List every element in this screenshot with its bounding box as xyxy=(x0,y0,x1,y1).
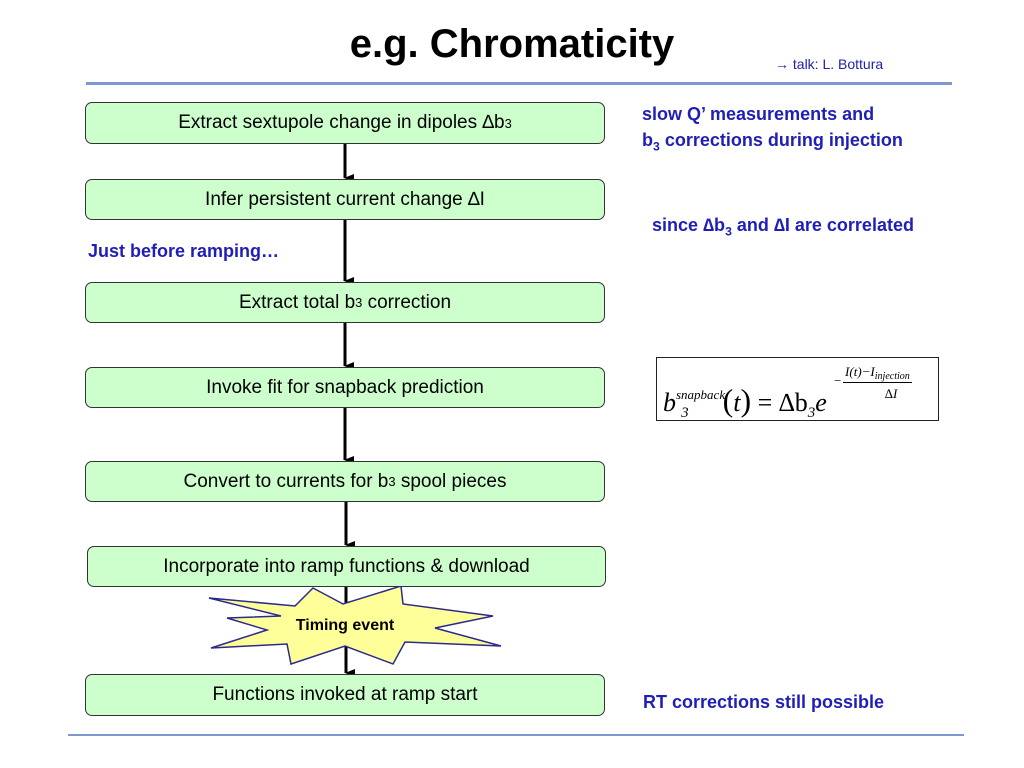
eq-base-subscript: 3 xyxy=(681,405,689,421)
equation-exponent: − I(t)−Iinjection ∆I xyxy=(834,364,912,401)
step-subscript: 3 xyxy=(388,474,396,489)
note-rt-corrections: RT corrections still possible xyxy=(643,692,885,712)
eq-rhs-subscript: 3 xyxy=(807,405,816,421)
step-subscript: 3 xyxy=(504,115,512,131)
step-incorporate-ramp: Incorporate into ramp functions & downlo… xyxy=(87,546,606,587)
page-title: e.g. Chromaticity xyxy=(349,22,675,66)
step-label: Extract total b xyxy=(238,291,356,313)
bottom-divider xyxy=(68,734,964,736)
eq-exp-numerator: I(t)−Iinjection xyxy=(843,364,912,383)
timing-event-label: Timing event xyxy=(295,617,395,634)
note-subscript: 3 xyxy=(725,224,732,239)
equation-main: bsnapback3(t) = ∆b3e xyxy=(663,382,827,421)
step-functions-invoked: Functions invoked at ramp start xyxy=(85,674,605,716)
eq-argument: t xyxy=(733,388,741,417)
note-text: corrections during injection xyxy=(659,130,903,150)
step-label: Functions invoked at ramp start xyxy=(212,684,478,705)
eq-exp-minus: − xyxy=(834,373,842,388)
step-label: Invoke fit for snapback prediction xyxy=(206,376,484,398)
eq-exponential: e xyxy=(815,388,827,417)
note-line: slow Q’ measurements and xyxy=(642,104,875,124)
step-subscript: 3 xyxy=(355,295,363,310)
top-divider xyxy=(86,82,952,85)
eq-rhs: = ∆b xyxy=(757,388,808,417)
note-text: since ∆b xyxy=(652,215,726,235)
note-line: b3 corrections during injection xyxy=(642,127,903,160)
step-infer-persistent-current: Infer persistent current change ∆I xyxy=(85,179,605,220)
eq-exp-denominator: ∆I xyxy=(885,386,898,401)
timing-event-burst xyxy=(208,586,502,665)
step-label: Extract sextupole change in dipoles ∆b xyxy=(178,112,505,133)
step-label: Convert to currents for b xyxy=(183,470,389,492)
snapback-equation: bsnapback3(t) = ∆b3e − I(t)−Iinjection ∆… xyxy=(656,357,939,421)
note-correlated: since ∆b3 and ∆I are correlated xyxy=(642,186,914,245)
note-subscript: 3 xyxy=(653,139,660,154)
note-text: and ∆I are correlated xyxy=(731,215,914,235)
step-label-tail: spool pieces xyxy=(395,470,507,492)
note-slow-q: slow Q’ measurements and b3 corrections … xyxy=(642,101,903,160)
step-label: Incorporate into ramp functions & downlo… xyxy=(163,555,530,577)
talk-reference: → talk: L. Bottura xyxy=(775,56,884,72)
eq-base: b xyxy=(663,388,676,417)
note-text: b xyxy=(642,130,653,150)
step-label-tail: correction xyxy=(362,291,452,313)
eq-superscript: snapback xyxy=(676,387,726,402)
step-label: Infer persistent current change ∆I xyxy=(205,188,485,210)
step-invoke-fit: Invoke fit for snapback prediction xyxy=(85,367,605,408)
note-before-ramping: Just before ramping… xyxy=(88,241,280,261)
